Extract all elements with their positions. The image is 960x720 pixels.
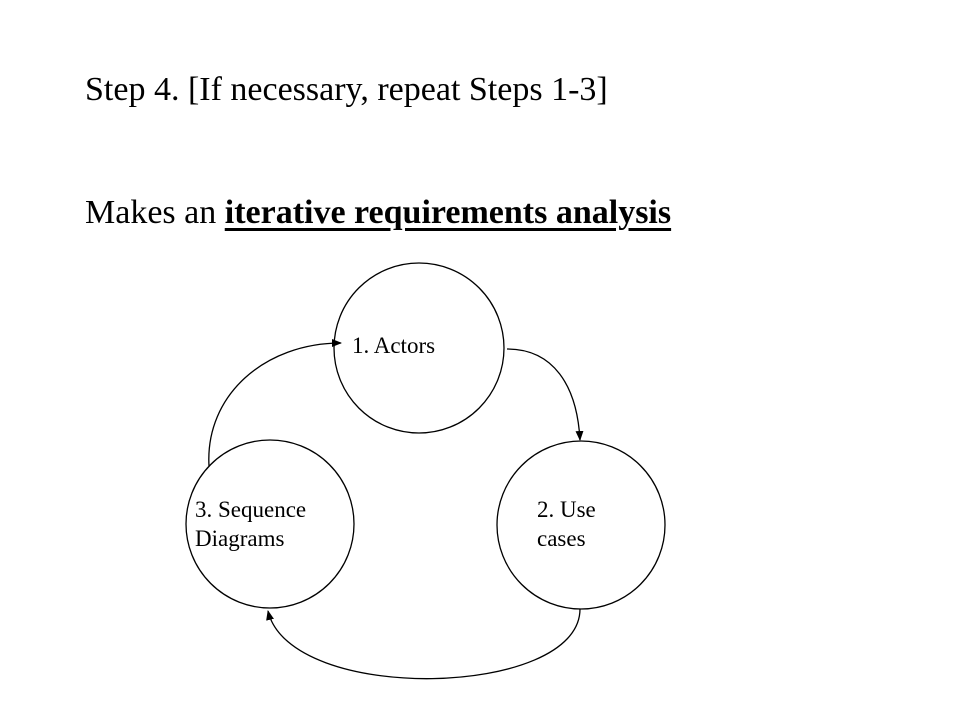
iterative-analysis-text: Makes an iterative requirements analysis (85, 193, 671, 233)
edge-actors-to-use-cases (506, 348, 584, 441)
actors-node-circle (333, 262, 505, 434)
use-cases-node-circle (496, 440, 666, 610)
edge-use-cases-to-sequence-diagrams (266, 608, 581, 680)
edge-sequence-diagrams-to-actors (208, 339, 342, 467)
use-cases-node-label: 2. Use cases (537, 497, 596, 551)
step-4-text: Step 4. [If necessary, repeat Steps 1-3] (85, 71, 608, 108)
actors-node-label: 1. Actors (352, 333, 436, 358)
makes-an-prefix: Makes an (85, 194, 225, 231)
sequence-diagrams-node-circle (185, 439, 355, 609)
sequence-diagrams-node-label: 3. Sequence Diagrams (195, 497, 307, 551)
iterative-requirements-analysis-emphasis: iterative requirements analysis (224, 194, 672, 231)
